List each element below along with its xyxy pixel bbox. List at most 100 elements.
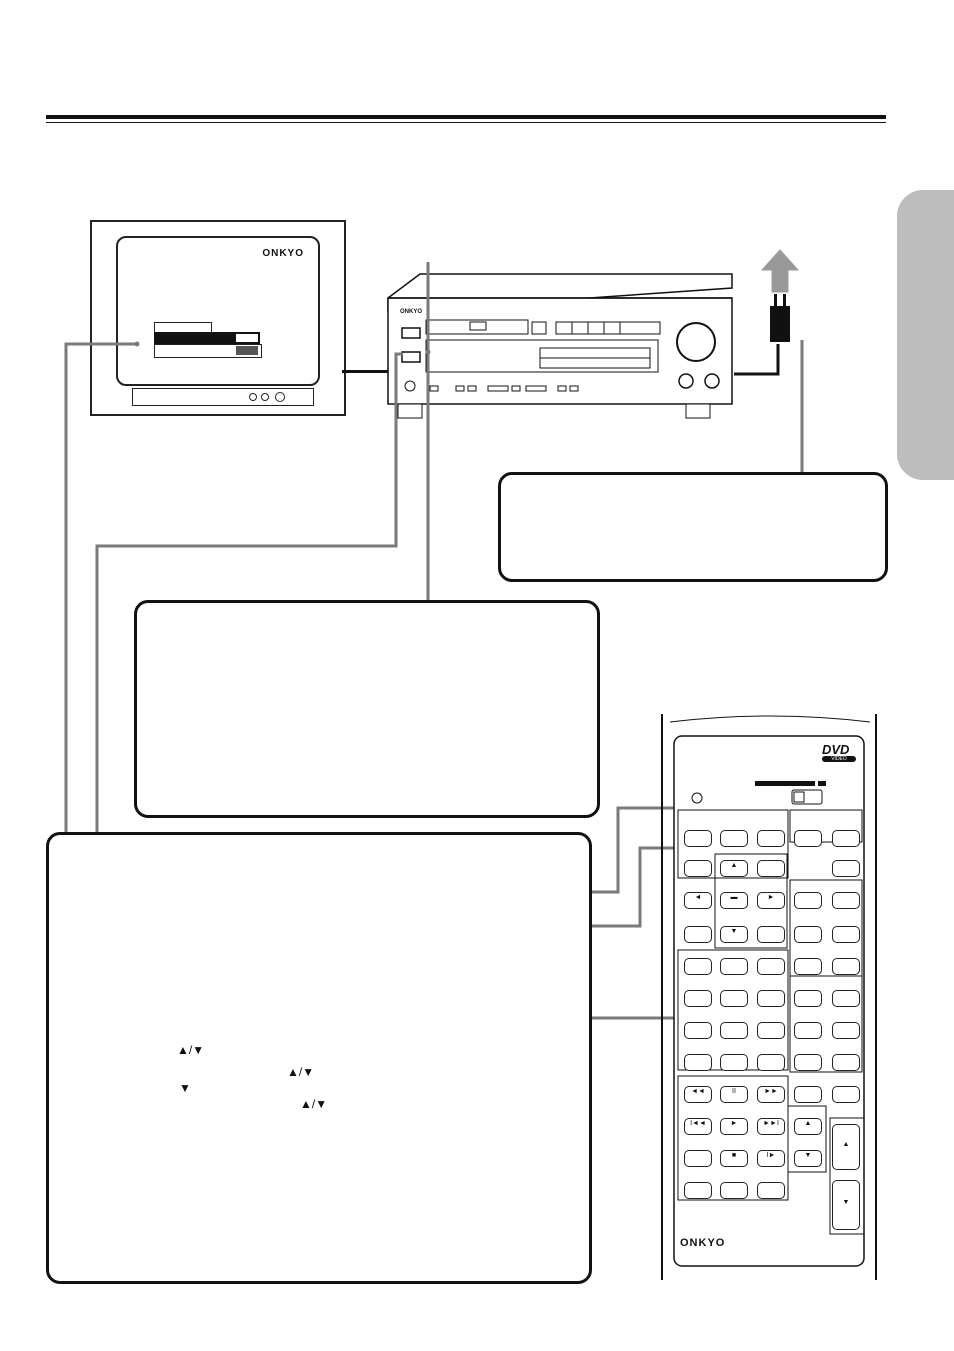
remote-button[interactable] (684, 860, 712, 877)
previous-icon: I◄◄ (690, 1120, 706, 1127)
right-arrow-icon: ► (767, 894, 775, 901)
volume-down-button[interactable]: ▼ (832, 1180, 860, 1230)
remote-button[interactable] (757, 830, 785, 847)
down-arrow-button[interactable]: ▼ (720, 926, 748, 943)
dvd-logo-sub-text: VIDEO (822, 756, 856, 762)
tv-osd-highlight (236, 346, 258, 355)
remote-button[interactable] (720, 1054, 748, 1071)
tv-brand-logo: ONKYO (262, 248, 304, 259)
remote-button[interactable] (684, 1150, 712, 1167)
volume-up-button[interactable]: ▲ (832, 1124, 860, 1170)
remote-button[interactable] (684, 830, 712, 847)
av-cable (342, 370, 388, 373)
player-callout-box (134, 600, 600, 818)
left-arrow-icon: ◄ (694, 894, 702, 901)
up-arrow-icon: ▲ (730, 862, 738, 869)
tv-screen: ONKYO (116, 236, 320, 386)
remote-button[interactable] (757, 990, 785, 1007)
remote-button[interactable] (684, 1054, 712, 1071)
remote-button[interactable] (757, 926, 785, 943)
power-cord-illustration (734, 249, 800, 376)
tv-control-panel (132, 388, 314, 406)
up-arrow-icon: ▲ (804, 1120, 812, 1127)
remote-brand-logo: ONKYO (680, 1237, 726, 1249)
remote-button[interactable] (832, 892, 860, 909)
remote-button[interactable] (794, 1022, 822, 1039)
tv-osd-bar (154, 332, 260, 344)
remote-button[interactable] (757, 860, 785, 877)
remote-button[interactable] (757, 1182, 785, 1199)
remote-button[interactable] (757, 1022, 785, 1039)
stop-button[interactable]: ■ (720, 1150, 748, 1167)
step-icon: I► (766, 1152, 776, 1159)
remote-button[interactable] (720, 1182, 748, 1199)
remote-button[interactable] (720, 958, 748, 975)
remote-control-illustration: DVD VIDEO ▲ ◄ ▬ ► ▼ ◄◄ II ►► I◄◄ ► ►►I ▲… (660, 714, 882, 1284)
remote-button[interactable] (794, 1086, 822, 1103)
tv-osd-field (236, 334, 258, 342)
play-button[interactable]: ► (720, 1118, 748, 1135)
small-down-button[interactable]: ▼ (794, 1150, 822, 1167)
remote-button[interactable] (832, 1086, 860, 1103)
down-arrow-icon: ▼ (804, 1152, 812, 1159)
stop-icon: ■ (731, 1152, 737, 1159)
small-up-button[interactable]: ▲ (794, 1118, 822, 1135)
left-arrow-button[interactable]: ◄ (684, 892, 712, 909)
remote-button[interactable] (832, 926, 860, 943)
dvd-video-logo: DVD VIDEO (822, 742, 862, 764)
remote-button[interactable] (684, 926, 712, 943)
down-arrow-icon: ▼ (730, 928, 738, 935)
header-rule-thin (46, 122, 886, 123)
dvd-logo-text: DVD (822, 742, 850, 757)
up-arrow-icon: ▲ (842, 1141, 850, 1148)
rewind-icon: ◄◄ (691, 1088, 705, 1095)
remote-button[interactable] (832, 990, 860, 1007)
up-arrow-button[interactable]: ▲ (720, 860, 748, 877)
remote-button[interactable] (794, 990, 822, 1007)
player-brand-logo: ONKYO (400, 309, 423, 315)
play-icon: ► (730, 1120, 738, 1127)
right-arrow-button[interactable]: ► (757, 892, 785, 909)
section-side-tab (897, 190, 954, 480)
remote-button[interactable] (720, 1022, 748, 1039)
enter-button[interactable]: ▬ (720, 892, 748, 909)
remote-button[interactable] (832, 958, 860, 975)
tv-power-knob-icon (275, 392, 285, 402)
pause-button[interactable]: II (720, 1086, 748, 1103)
up-down-arrow-icon: ▲/▼ (287, 1065, 315, 1079)
instructions-callout-box: ▲/▼ ▲/▼ ▼ ▲/▼ (46, 832, 592, 1284)
remote-button[interactable] (832, 1054, 860, 1071)
remote-button[interactable] (794, 926, 822, 943)
tv-osd-tab (154, 322, 212, 333)
up-down-arrow-icon: ▲/▼ (177, 1043, 205, 1057)
remote-button[interactable] (684, 990, 712, 1007)
remote-button[interactable] (757, 958, 785, 975)
header-rule-thick (46, 115, 886, 119)
remote-button[interactable] (832, 1022, 860, 1039)
remote-button[interactable] (794, 830, 822, 847)
pause-icon: II (732, 1088, 736, 1095)
remote-button[interactable] (757, 1054, 785, 1071)
next-button[interactable]: ►►I (757, 1118, 785, 1135)
remote-button[interactable] (832, 830, 860, 847)
up-down-arrow-icon: ▲/▼ (300, 1097, 328, 1111)
previous-button[interactable]: I◄◄ (684, 1118, 712, 1135)
step-button[interactable]: I► (757, 1150, 785, 1167)
remote-button[interactable] (684, 1182, 712, 1199)
fast-forward-icon: ►► (764, 1088, 778, 1095)
remote-button[interactable] (684, 958, 712, 975)
tv-osd-box (154, 344, 262, 358)
remote-button[interactable] (832, 860, 860, 877)
remote-button[interactable] (720, 830, 748, 847)
rewind-button[interactable]: ◄◄ (684, 1086, 712, 1103)
remote-button[interactable] (720, 990, 748, 1007)
remote-button[interactable] (794, 1054, 822, 1071)
down-arrow-icon: ▼ (179, 1081, 191, 1095)
remote-button[interactable] (794, 892, 822, 909)
fast-forward-button[interactable]: ►► (757, 1086, 785, 1103)
down-arrow-icon: ▼ (842, 1199, 850, 1206)
remote-button[interactable] (794, 958, 822, 975)
remote-button[interactable] (684, 1022, 712, 1039)
tv-illustration: ONKYO (90, 220, 346, 416)
next-icon: ►►I (763, 1120, 779, 1127)
